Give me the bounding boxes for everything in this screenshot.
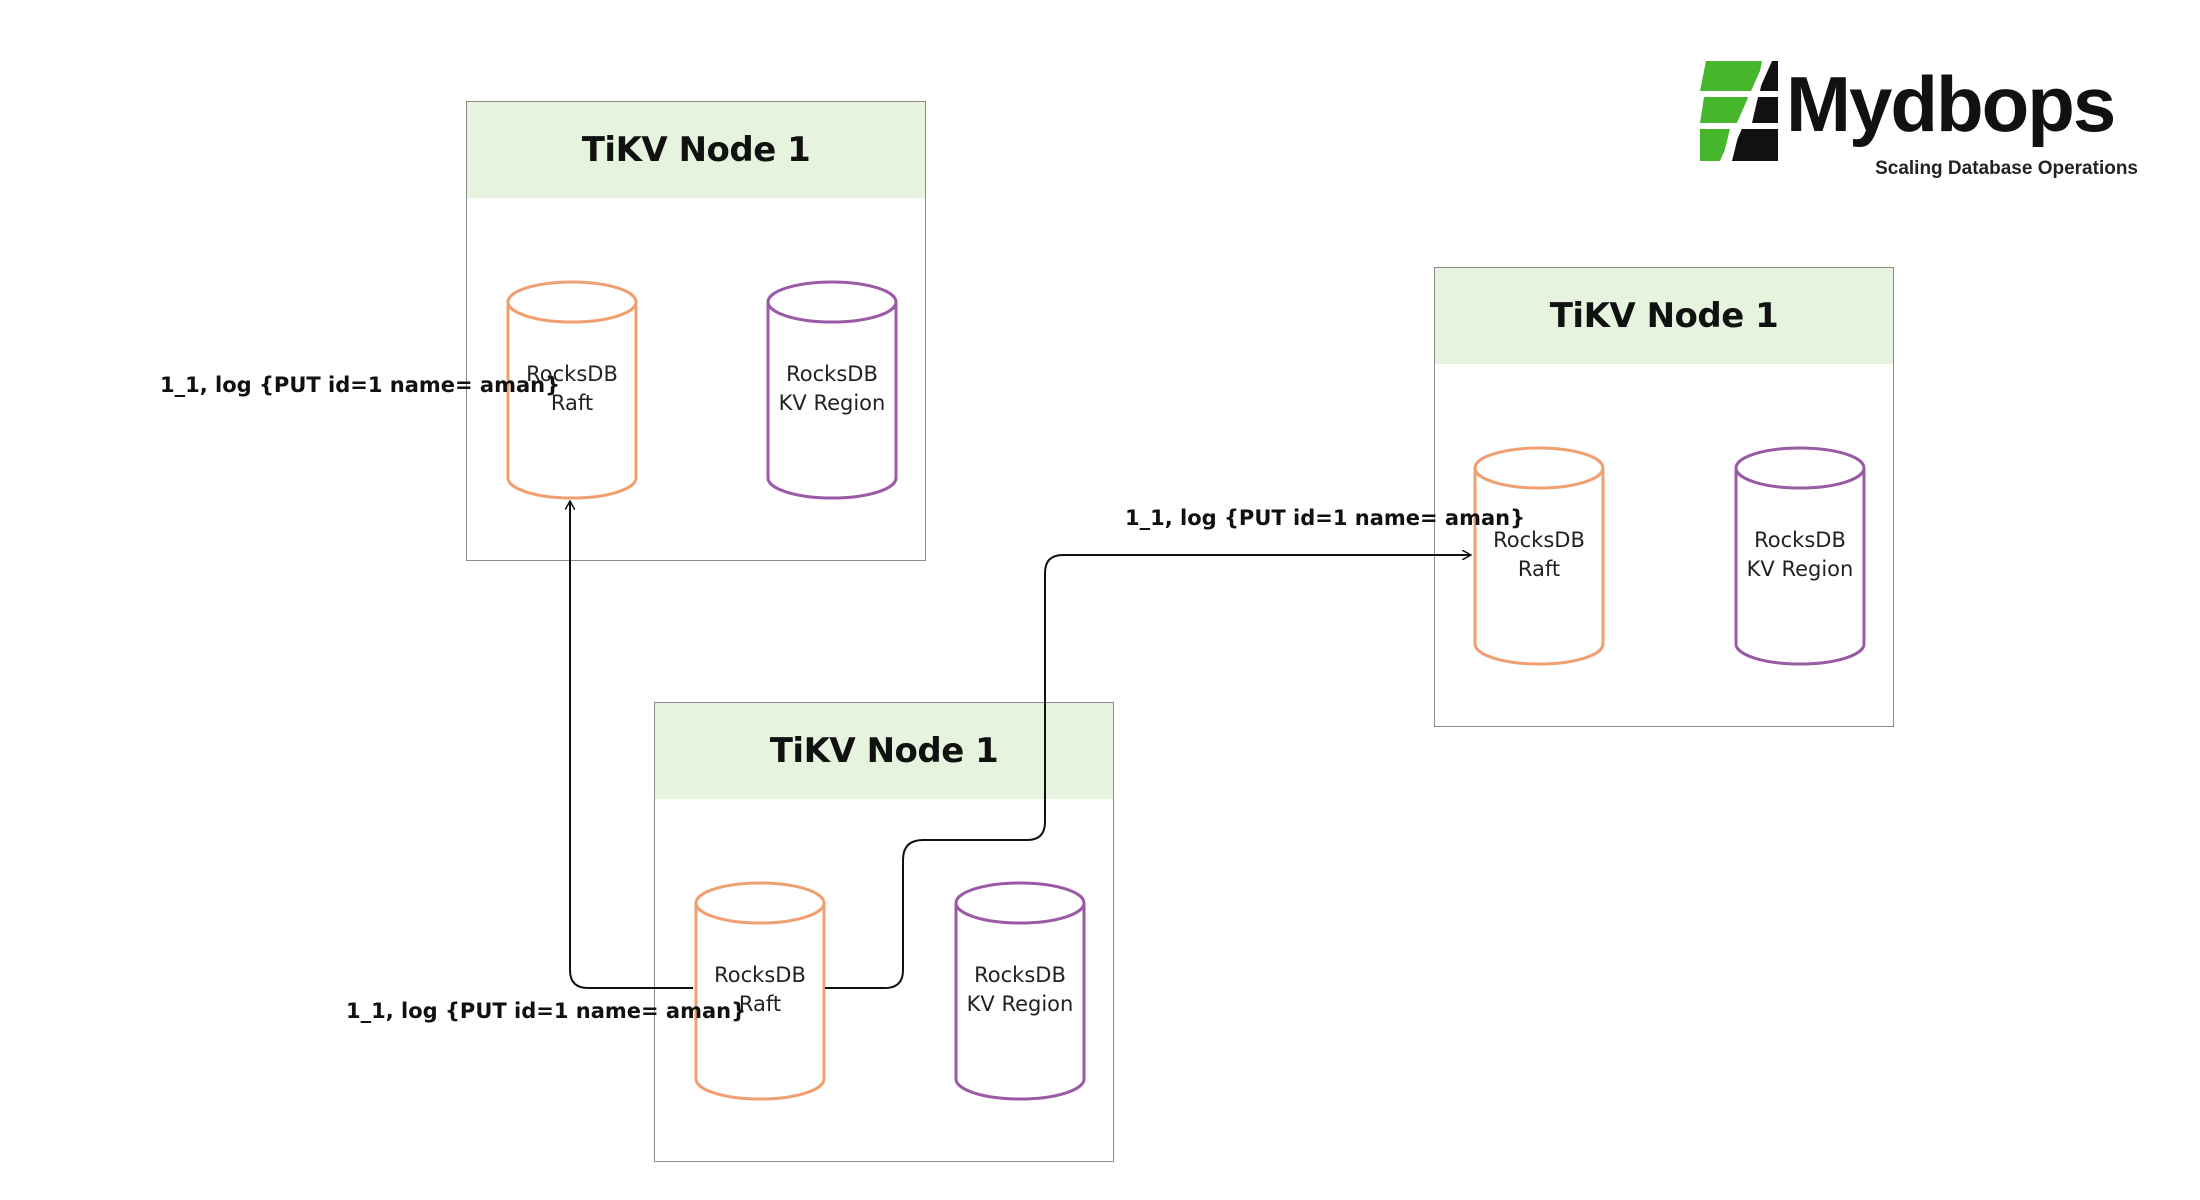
rocksdb-kv-region-cylinder: RocksDB KV Region bbox=[1734, 446, 1866, 666]
cylinder-label-line2: KV Region bbox=[966, 992, 1074, 1016]
cylinder-label-line1: RocksDB bbox=[1754, 528, 1846, 552]
rocksdb-kv-region-cylinder: RocksDB KV Region bbox=[954, 881, 1086, 1101]
cylinder-label-line2: KV Region bbox=[1746, 557, 1854, 581]
tikv-node-top-left: TiKV Node 1 RocksDB Raft RocksDB KV Regi… bbox=[466, 101, 926, 561]
logo-wordmark: Mydbops bbox=[1786, 60, 2116, 148]
log-entry-label-right-node: 1_1, log {PUT id=1 name= aman} bbox=[1125, 506, 1526, 530]
cylinder-label-line1: RocksDB bbox=[786, 362, 878, 386]
node-title: TiKV Node 1 bbox=[467, 102, 925, 198]
rocksdb-raft-cylinder: RocksDB Raft bbox=[1473, 446, 1605, 666]
cylinder-label-line1: RocksDB bbox=[714, 963, 806, 987]
tikv-node-right: TiKV Node 1 RocksDB Raft RocksDB KV Regi… bbox=[1434, 267, 1894, 727]
cylinder-icon bbox=[766, 280, 898, 500]
cylinder-icon bbox=[1734, 446, 1866, 666]
log-entry-label-top-left: 1_1, log {PUT id=1 name= aman} bbox=[160, 373, 561, 397]
rocksdb-kv-region-cylinder: RocksDB KV Region bbox=[766, 280, 898, 500]
cylinder-label-line2: KV Region bbox=[778, 391, 886, 415]
node-title: TiKV Node 1 bbox=[655, 703, 1113, 799]
cylinder-label-line2: Raft bbox=[738, 992, 782, 1016]
log-entry-label-leader: 1_1, log {PUT id=1 name= aman} bbox=[346, 999, 747, 1023]
logo-tagline: Scaling Database Operations bbox=[1875, 158, 2138, 179]
mydbops-logo: Mydbops Scaling Database Operations bbox=[1690, 55, 2160, 185]
cylinder-icon bbox=[1473, 446, 1605, 666]
cylinder-icon bbox=[694, 881, 826, 1101]
cylinder-label-line2: Raft bbox=[1517, 557, 1561, 581]
node-title: TiKV Node 1 bbox=[1435, 268, 1893, 364]
database-logo-icon bbox=[1700, 57, 1778, 165]
cylinder-label-line1: RocksDB bbox=[1493, 528, 1585, 552]
cylinder-label-line2: Raft bbox=[550, 391, 594, 415]
cylinder-label-line1: RocksDB bbox=[974, 963, 1066, 987]
rocksdb-raft-cylinder: RocksDB Raft bbox=[694, 881, 826, 1101]
rocksdb-raft-cylinder: RocksDB Raft bbox=[506, 280, 638, 500]
cylinder-label-line1: RocksDB bbox=[526, 362, 618, 386]
tikv-node-bottom: TiKV Node 1 RocksDB Raft RocksDB KV Regi… bbox=[654, 702, 1114, 1162]
cylinder-icon bbox=[506, 280, 638, 500]
